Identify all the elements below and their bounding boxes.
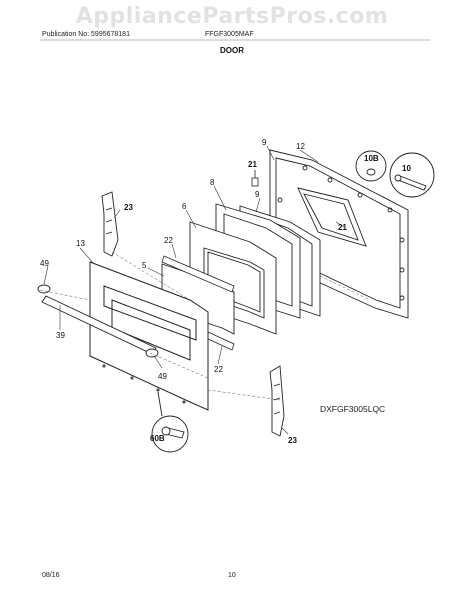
callout-22-bottom: 22 — [214, 365, 223, 374]
glass-retainer-top — [161, 255, 235, 293]
diagram-code: DXFGF3005LQC — [320, 404, 386, 414]
glass-retainer-bottom — [205, 331, 235, 351]
footer-date: 08/16 — [42, 572, 60, 579]
detail-10 — [389, 152, 435, 198]
section-title: DOOR — [220, 46, 244, 55]
callout-49-bottom: 49 — [158, 372, 167, 381]
screw-21 — [251, 170, 259, 187]
callout-21-inner: 21 — [338, 223, 347, 232]
callout-13: 13 — [76, 239, 85, 248]
page-number: 10 — [228, 572, 236, 579]
door-hinge-upper — [101, 191, 119, 257]
callout-7: 8 — [210, 178, 215, 187]
callout-10b: 10B — [364, 154, 379, 163]
callout-12: 12 — [296, 142, 305, 151]
detail-60b — [151, 391, 189, 453]
callout-49-left: 49 — [40, 259, 49, 268]
callout-60b: 60B — [150, 434, 165, 443]
callout-23-lower: 23 — [288, 436, 297, 445]
callout-8: 9 — [255, 190, 260, 199]
callout-23-upper: 23 — [124, 203, 133, 212]
door-hinge-lower — [269, 365, 285, 437]
callout-5: 5 — [142, 261, 147, 270]
alignment-lines — [39, 251, 371, 401]
callout-9: 9 — [262, 138, 267, 147]
callout-6: 6 — [182, 202, 187, 211]
callout-39: 39 — [56, 331, 65, 340]
model-number: FFGF3005MAF — [205, 31, 254, 38]
detail-10b — [355, 150, 387, 182]
inner-door-panel — [269, 149, 409, 319]
leader-lines — [43, 145, 345, 435]
callout-21-top: 21 — [248, 160, 257, 169]
callout-22-top: 22 — [164, 236, 173, 245]
publication-number: Publication No: 5995678181 — [42, 31, 130, 38]
callout-10: 10 — [402, 164, 411, 173]
watermark: AppliancePartsPros.com — [75, 4, 389, 29]
